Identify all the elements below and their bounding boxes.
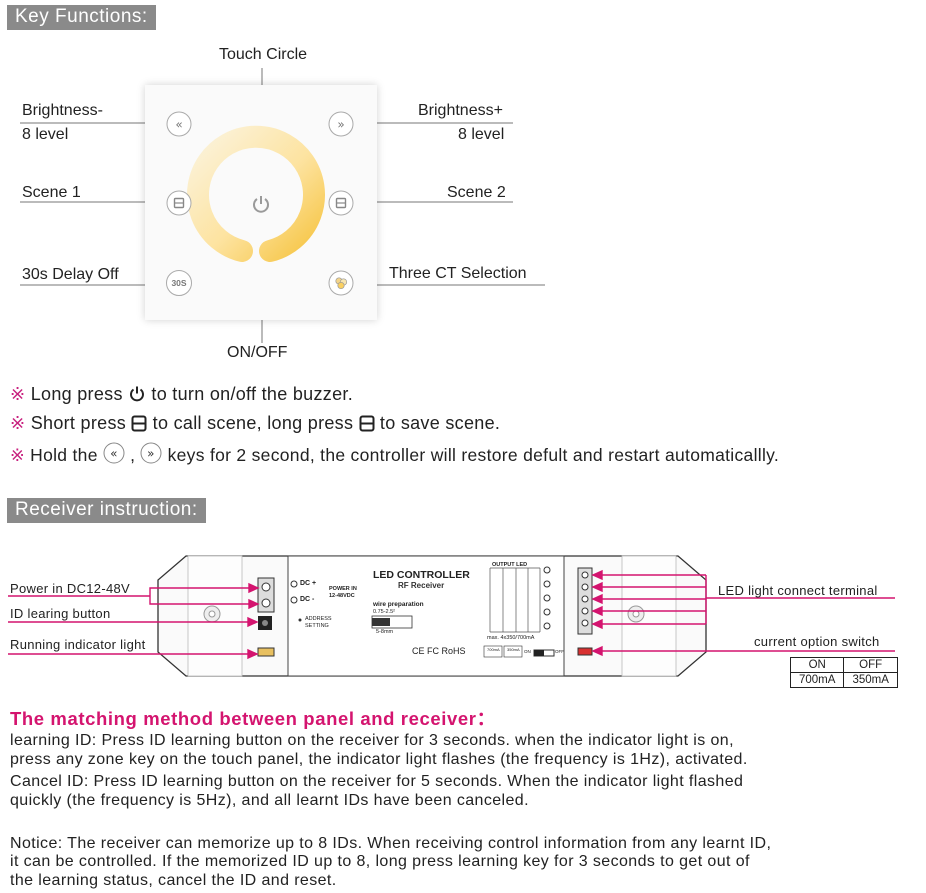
dc-plus-label: DC + — [300, 580, 317, 587]
svg-text:«: « — [175, 118, 182, 132]
note-restore-a: Hold the — [30, 445, 98, 465]
device-subtitle: RF Receiver — [398, 581, 445, 590]
notice-line-3: the learning status, cancel the ID and r… — [10, 872, 337, 889]
option-value-off: 350mA — [843, 672, 898, 688]
power-in-callout: Power in DC12-48V — [10, 581, 130, 596]
current-switch-callout: current option switch — [754, 634, 880, 649]
output-led-label: OUTPUT LED — [492, 562, 528, 568]
note-scene-b: to call scene, long press — [152, 413, 354, 433]
matching-heading: The matching method between panel and re… — [10, 705, 496, 731]
option-value-on: 700mA — [789, 672, 845, 688]
wire-prep-label: wire preparation — [373, 601, 424, 608]
note-buzzer: ※ Long press to turn on/off the buzzer. — [10, 384, 353, 408]
running-light-callout: Running indicator light — [10, 637, 146, 652]
section-title-key-functions: Key Functions: — [7, 5, 156, 30]
id-button-callout: ID learing button — [10, 606, 111, 621]
power-icon[interactable] — [250, 193, 272, 220]
power-icon — [128, 385, 146, 408]
power-in-label: POWER IN — [329, 586, 357, 592]
note-mark: ※ — [10, 413, 26, 433]
receiver-diagram — [157, 555, 707, 677]
note-scene: ※ Short press to call scene, long press … — [10, 413, 500, 437]
touch-panel-graphic — [187, 125, 325, 262]
scene2-button[interactable] — [328, 190, 354, 221]
note-mark: ※ — [10, 384, 26, 404]
note-buzzer-a: Long press — [30, 384, 123, 404]
chevron-left-icon: « — [103, 442, 125, 469]
svg-text:«: « — [110, 447, 118, 461]
matching-line-4: quickly (the frequency is 5Hz), and all … — [10, 792, 529, 809]
delay-off-button[interactable]: 30S — [166, 270, 192, 296]
brightness-plus-label: Brightness+ — [418, 102, 503, 119]
note-scene-a: Short press — [30, 413, 127, 433]
on-off-label: ON/OFF — [227, 344, 288, 361]
switch-off-value: 350mA — [507, 647, 520, 652]
brightness-minus-button[interactable]: « — [166, 111, 192, 142]
wire-size-label: 0.75-2.5² — [373, 609, 396, 615]
matching-heading-text: The matching method between panel and re… — [10, 708, 477, 729]
option-header-on: ON — [789, 657, 845, 673]
brightness-plus-button[interactable]: » — [328, 111, 354, 142]
svg-text:»: » — [148, 447, 156, 461]
scene-icon — [359, 415, 375, 437]
note-restore-sep: , — [130, 445, 136, 465]
delay-off-button-label: 30S — [171, 278, 187, 288]
matching-line-1: learning ID: Press ID learning button on… — [10, 732, 734, 749]
note-restore: ※ Hold the « , » keys for 2 second, the … — [10, 442, 779, 469]
wire-length-label: 5-8mm — [376, 629, 394, 635]
scene-icon — [131, 415, 147, 437]
brightness-minus-level: 8 level — [22, 126, 69, 143]
scene1-label: Scene 1 — [22, 184, 81, 201]
device-title: LED CONTROLLER — [373, 569, 470, 581]
matching-heading-colon: ： — [476, 708, 496, 729]
switch-off-label: OFF — [555, 649, 564, 654]
note-mark: ※ — [10, 445, 25, 465]
matching-line-2: press any zone key on the touch panel, t… — [10, 751, 748, 768]
scene2-label: Scene 2 — [447, 184, 506, 201]
section-title-receiver: Receiver instruction: — [7, 498, 206, 523]
dc-minus-label: DC - — [300, 596, 315, 603]
brightness-plus-level: 8 level — [458, 126, 505, 143]
note-restore-b: keys for 2 second, the controller will r… — [167, 445, 780, 465]
three-ct-button[interactable] — [328, 270, 354, 301]
svg-text:»: » — [337, 118, 344, 132]
current-option-table: ON OFF 700mA 350mA — [789, 657, 898, 688]
certifications: CE FC RoHS — [412, 646, 466, 656]
address-label: ADDRESS — [305, 616, 332, 622]
note-scene-c: to save scene. — [379, 413, 501, 433]
switch-on-value: 700mA — [487, 647, 500, 652]
note-buzzer-b: to turn on/off the buzzer. — [151, 384, 353, 404]
max-current-label: max. 4x350/700mA — [487, 635, 535, 641]
notice-line-1: Notice: The receiver can memorize up to … — [10, 835, 772, 852]
notice-line-2: it can be controlled. If the memorized I… — [10, 853, 750, 870]
receiver-callouts — [8, 569, 895, 660]
brightness-minus-label: Brightness- — [22, 102, 103, 119]
led-terminal-callout: LED light connect terminal — [718, 583, 878, 598]
chevron-right-icon: » — [140, 442, 162, 469]
option-header-off: OFF — [843, 657, 898, 673]
setting-label: SETTING — [305, 623, 329, 629]
three-ct-label: Three CT Selection — [389, 265, 527, 282]
matching-line-3: Cancel ID: Press ID learning button on t… — [10, 773, 744, 790]
delay-off-label: 30s Delay Off — [22, 266, 119, 283]
power-range-label: 12-48VDC — [329, 593, 355, 599]
switch-on-label: ON — [524, 649, 531, 654]
scene1-button[interactable] — [166, 190, 192, 221]
touch-circle-label: Touch Circle — [219, 46, 308, 63]
